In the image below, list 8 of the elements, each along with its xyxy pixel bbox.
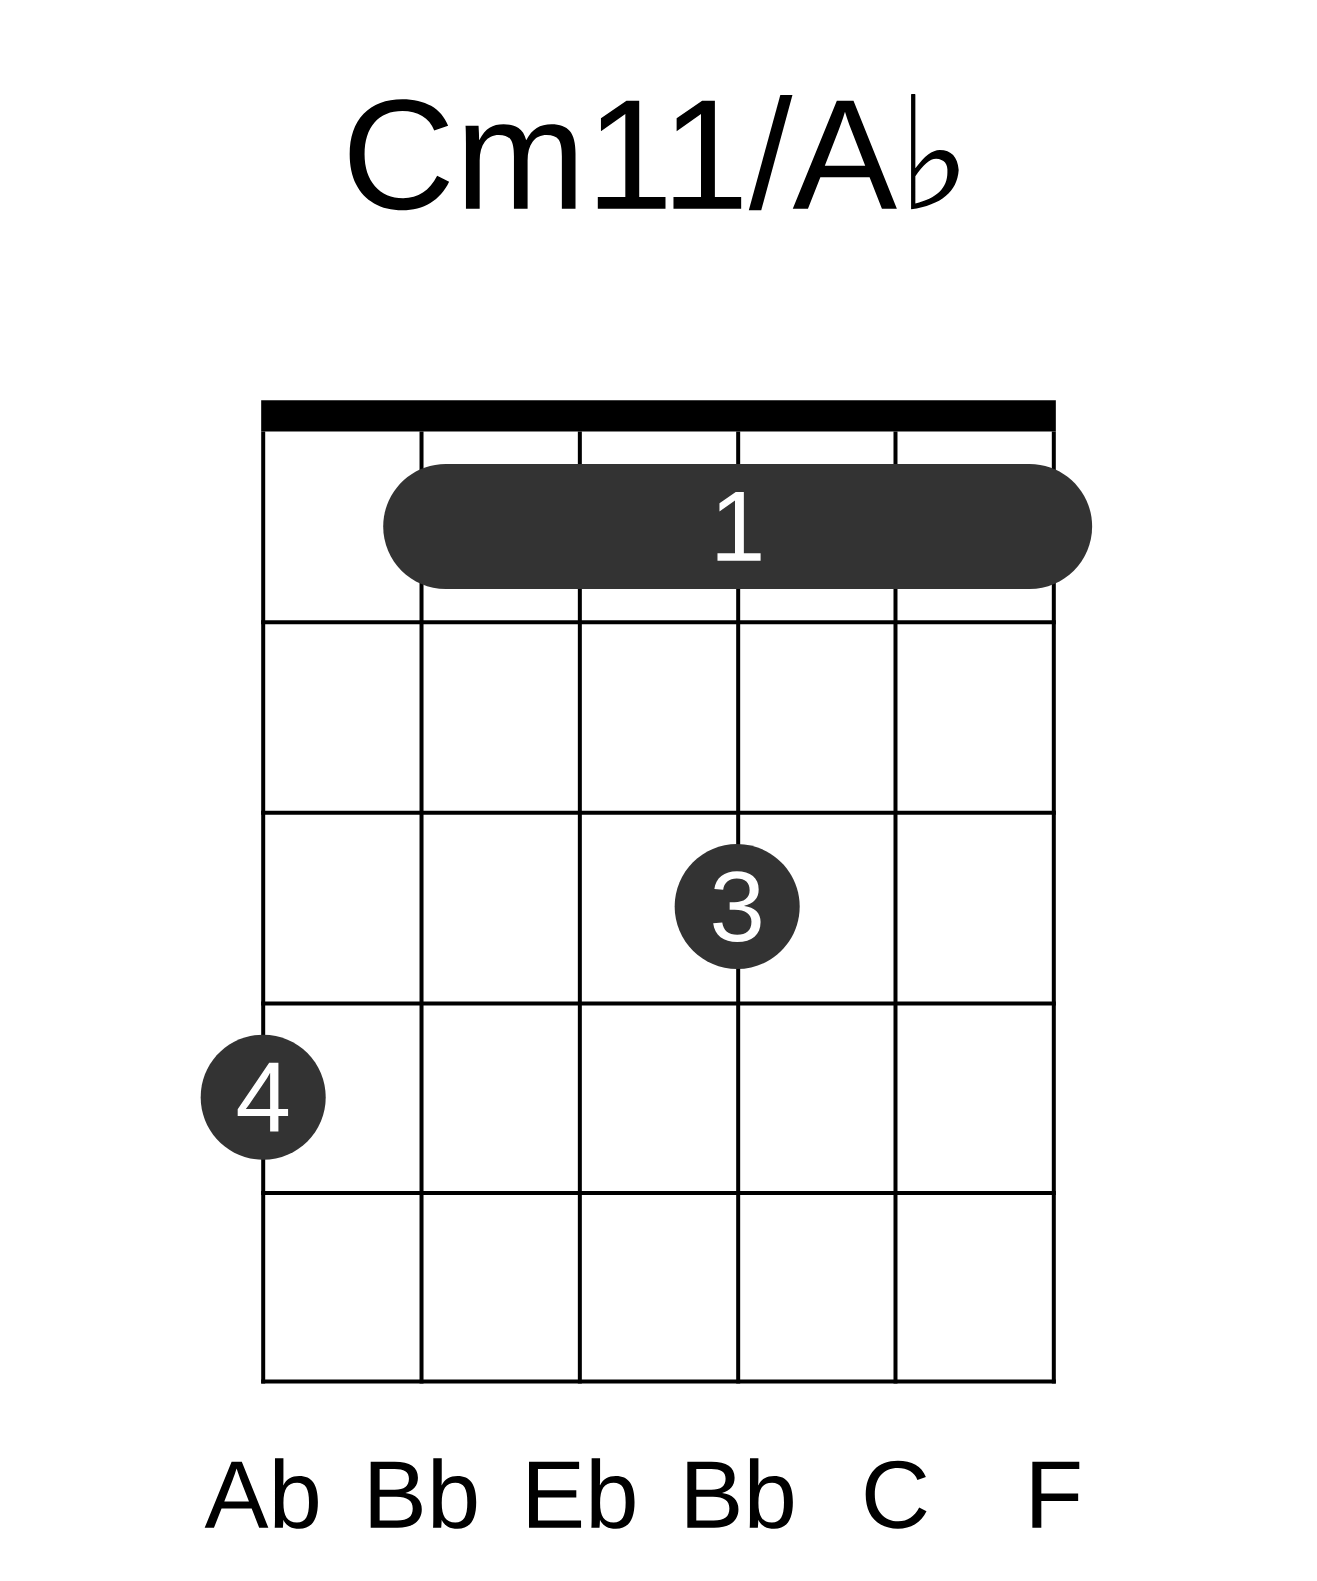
note-label: Bb <box>370 1458 477 1529</box>
note-label: Ab <box>204 1458 318 1529</box>
barre-bar: 1 <box>383 463 1093 589</box>
note-label: C <box>865 1460 927 1529</box>
note-label: F <box>1032 1461 1080 1528</box>
chord-title: Cm11/A♭ <box>349 94 959 211</box>
note-label: Bb <box>687 1458 793 1529</box>
note-label: Eb <box>529 1458 635 1529</box>
